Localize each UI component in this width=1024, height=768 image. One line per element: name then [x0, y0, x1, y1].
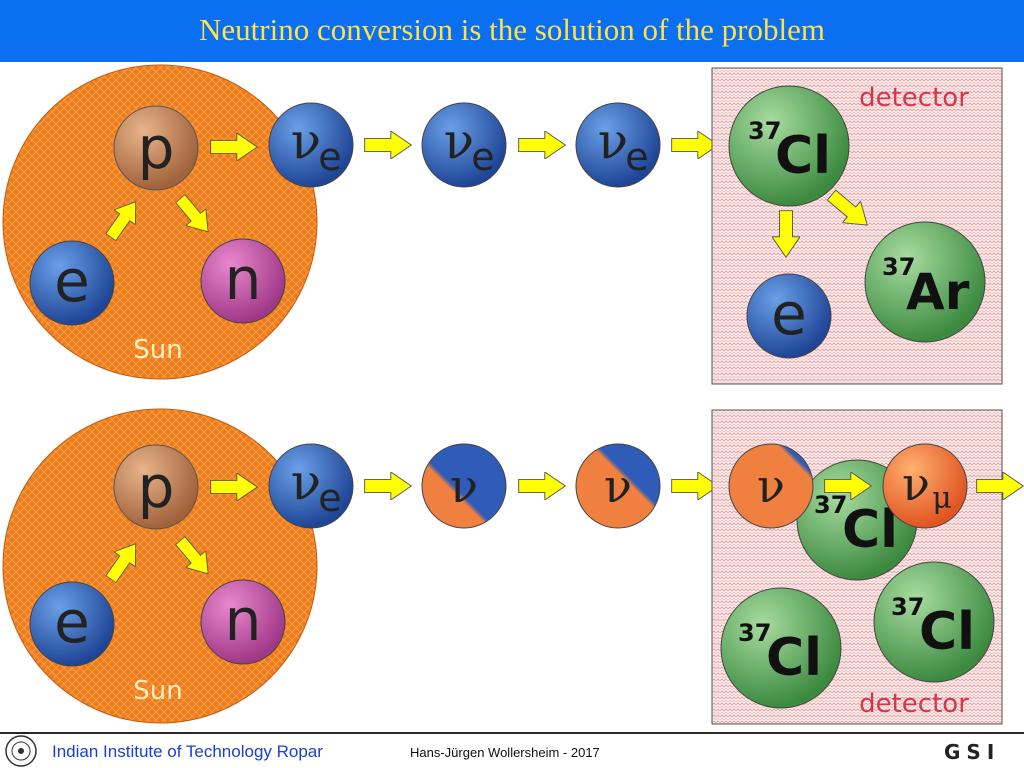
cl-symbol-top: Cl: [775, 126, 831, 186]
svg-text:e: e: [318, 135, 341, 179]
neutron-bottom: [200, 579, 286, 665]
out-electron-label-top: e: [771, 280, 807, 348]
neutron-top: [200, 238, 286, 324]
cl-mass-top: 37: [748, 117, 781, 145]
svg-text:ν: ν: [598, 112, 628, 170]
arrow-1-bottom: [364, 472, 412, 500]
author-credit: Hans-Jürgen Wollersheim - 2017: [410, 745, 600, 760]
neutrino-diagram: Sun p e n ν e ν e ν e dete: [2, 64, 1024, 725]
svg-text:ν: ν: [450, 459, 478, 513]
bottom-panel: Sun p e n ν e ν ν 37 Cl 37: [2, 408, 1024, 725]
arrow-3-bottom: [671, 472, 719, 500]
electron-bottom: [29, 581, 115, 667]
cl1-symbol-bottom: Cl: [842, 500, 898, 560]
argon-top: [864, 221, 986, 343]
proton-label-top: p: [138, 114, 175, 182]
neutrino-mu-bottom: ν μ: [882, 443, 968, 529]
sun-label-top: Sun: [133, 335, 182, 365]
electron-label-bottom: e: [54, 588, 90, 656]
institute-seal-icon: [5, 735, 37, 767]
neutrino-mixed-1-bottom: ν: [421, 443, 507, 529]
svg-text:ν: ν: [902, 457, 930, 511]
neutron-label-bottom: n: [225, 586, 262, 654]
cl1-mass-bottom: 37: [814, 491, 847, 519]
top-panel: Sun p e n ν e ν e ν e dete: [2, 64, 1003, 385]
neutrino-e-3-top: ν e: [575, 102, 661, 188]
arrow-3-top: [671, 131, 719, 159]
svg-text:e: e: [471, 135, 494, 179]
arrow-1-top: [364, 131, 412, 159]
svg-text:ν: ν: [757, 459, 785, 513]
proton-label-bottom: p: [138, 453, 175, 521]
ar-symbol-top: Ar: [906, 263, 970, 321]
electron-top: [29, 240, 115, 326]
detector-label-bottom: detector: [859, 689, 969, 719]
cl3-mass-bottom: 37: [891, 593, 924, 621]
cl2-mass-bottom: 37: [738, 619, 771, 647]
neutron-label-top: n: [225, 245, 262, 313]
chlorine-2-bottom: [720, 587, 842, 709]
gsi-logo: GSI: [944, 740, 1001, 764]
chlorine-top: [728, 85, 850, 207]
slide-title: Neutrino conversion is the solution of t…: [199, 12, 825, 47]
neutrino-mixed-2-bottom: ν: [575, 443, 661, 529]
neutrino-e-bottom: ν e: [268, 443, 354, 529]
title-bar: Neutrino conversion is the solution of t…: [0, 0, 1024, 62]
svg-text:ν: ν: [291, 453, 321, 511]
arrow-2-top: [518, 131, 566, 159]
svg-text:μ: μ: [932, 481, 952, 516]
neutrino-e-1-top: ν e: [268, 102, 354, 188]
neutrino-mixed-3-bottom: ν: [728, 443, 814, 529]
arrow-2-bottom: [518, 472, 566, 500]
cl2-symbol-bottom: Cl: [766, 628, 822, 688]
neutrino-e-2-top: ν e: [421, 102, 507, 188]
svg-text:ν: ν: [444, 112, 474, 170]
svg-text:ν: ν: [604, 459, 632, 513]
svg-text:ν: ν: [291, 112, 321, 170]
electron-label-top: e: [54, 247, 90, 315]
svg-text:e: e: [625, 135, 648, 179]
chlorine-3-bottom: [873, 561, 995, 683]
cl3-symbol-bottom: Cl: [919, 602, 975, 662]
institute-name: Indian Institute of Technology Ropar: [52, 742, 323, 761]
ar-mass-top: 37: [882, 253, 915, 281]
sun-label-bottom: Sun: [133, 676, 182, 706]
svg-text:e: e: [318, 476, 341, 520]
detector-label-top: detector: [859, 83, 969, 113]
proton-top: [113, 105, 199, 191]
out-electron-top: [746, 273, 832, 359]
proton-bottom: [113, 444, 199, 530]
footer-divider: [0, 732, 1024, 734]
